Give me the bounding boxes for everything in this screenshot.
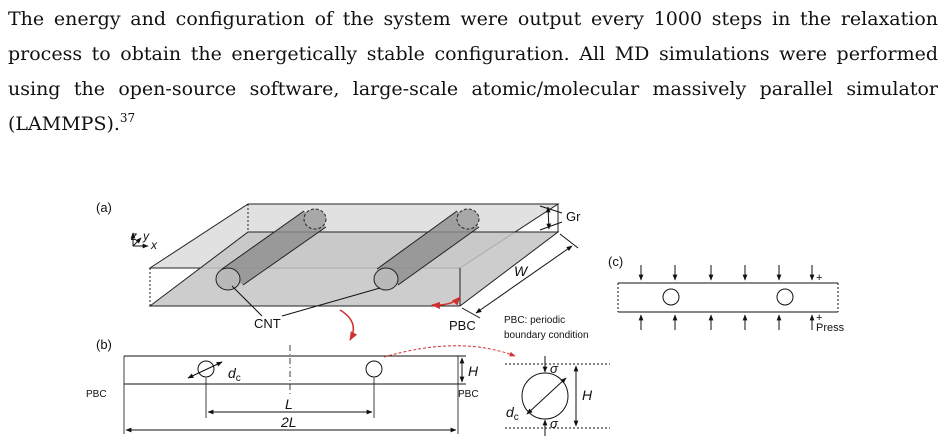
axis-z-label: z (130, 229, 137, 243)
panel-b: (b) PBC PBC dc H L 2L (86, 337, 610, 436)
plus-top: + (816, 272, 822, 284)
cnt-tube-right (373, 208, 480, 291)
plus-bottom: + (816, 312, 822, 324)
red-connector-arrow (339, 309, 358, 341)
panel-b-tag: (b) (96, 337, 112, 352)
cnt-detail-view: σ σ dc H (505, 356, 610, 436)
panel-a: (a) z y x (96, 200, 589, 341)
press-label: Press (816, 322, 845, 334)
panel-c-cnt-right (776, 288, 794, 306)
panel-b-cnt-right (365, 360, 383, 378)
w-label: W (514, 263, 529, 279)
paragraph-line-4: (LAMMPS).37 (8, 107, 938, 142)
pbc-left-label: PBC (86, 389, 107, 400)
pbc-note-line2: boundary condition (504, 330, 589, 341)
pbc-right-label: PBC (458, 389, 479, 400)
press-arrows-top (638, 265, 815, 281)
h-label: H (468, 363, 479, 379)
lammps-text: (LAMMPS). (8, 113, 120, 135)
panel-c-cnt-left (662, 288, 680, 306)
citation-37: 37 (119, 111, 136, 125)
dc-detail-label: dc (506, 404, 519, 423)
h-detail-label: H (582, 387, 593, 403)
axis-x-label: x (150, 238, 158, 252)
cnt-tube-left (215, 208, 327, 291)
cnt-label: CNT (254, 316, 281, 331)
paragraph-line-3: using the open-source software, large-sc… (8, 78, 938, 100)
axis-y-label: y (142, 229, 150, 243)
red-dotted-connector (383, 345, 516, 358)
sigma-top-label: σ (550, 361, 559, 376)
press-arrows-bottom (638, 314, 815, 330)
sigma-bottom-label: σ (550, 416, 559, 431)
panel-c: (c) + + (608, 254, 845, 334)
l-label: L (285, 396, 293, 412)
panel-c-tag: (c) (608, 254, 623, 269)
body-paragraph: The energy and configuration of the syst… (8, 2, 938, 142)
pbc-note-line1: PBC: periodic (504, 315, 565, 326)
dc-label: dc (228, 365, 241, 384)
paragraph-line-1: The energy and configuration of the syst… (8, 8, 938, 30)
axis-triad: z y x (130, 229, 158, 252)
pbc-label: PBC (449, 318, 476, 333)
pbc-arrow (431, 296, 461, 309)
gr-label: Gr (566, 209, 581, 224)
two-l-label: 2L (280, 414, 297, 430)
paragraph-line-2: process to obtain the energetically stab… (8, 43, 938, 65)
panel-a-tag: (a) (96, 200, 112, 215)
